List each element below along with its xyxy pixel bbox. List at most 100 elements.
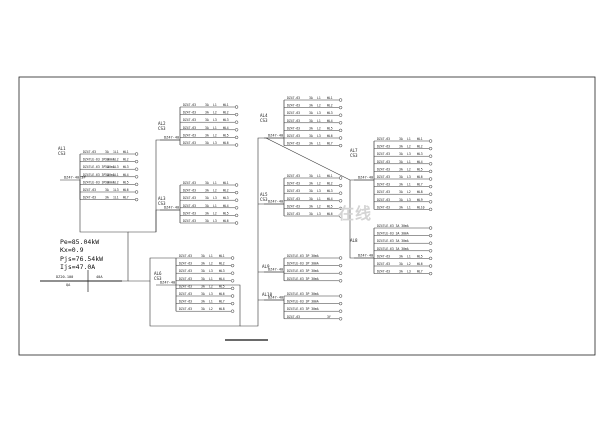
terminal-icon [428, 233, 433, 238]
terminal-icon [428, 139, 433, 143]
circuit-phase-label: L3 [317, 212, 321, 216]
terminal-icon [134, 152, 139, 156]
circuit-breaker-label: DZ47-63 [183, 219, 196, 223]
circuit-breaker-label: DZ47LE-63 3P 30mA [287, 262, 319, 266]
circuit-breaker-label: DZ47-63 [183, 103, 196, 107]
terminal-icon [428, 162, 433, 166]
circuit-breaker-label: DZ47-63 [287, 96, 300, 100]
terminal-icon [134, 167, 139, 171]
terminal-icon [234, 105, 239, 109]
terminal-icon [234, 128, 239, 132]
panel-tag: AL8 [350, 238, 358, 243]
circuit-phase-label: L1 [209, 254, 213, 258]
circuit-phase-label: L1 [407, 160, 411, 164]
panel-tag: AL4 [260, 113, 268, 118]
terminal-icon [338, 256, 343, 260]
circuit-breaker-label: DZ47LE-63 3P 30mA [83, 173, 115, 177]
circuit-rating-label: 3A [201, 277, 205, 281]
circuit-phase-label: L1 [213, 204, 217, 208]
terminal-icon [134, 175, 139, 179]
panel-incoming-breaker: DZ47-40 [268, 296, 283, 300]
terminal-icon [428, 146, 433, 151]
circuit-phase-label: L3 [407, 175, 411, 179]
circuit-breaker-label: DZ47-63 [287, 182, 300, 186]
circuit-rating-label: 3A [399, 205, 403, 209]
circuit-cable-label: WL9 [417, 198, 423, 202]
terminal-icon [338, 214, 343, 218]
circuit-phase-label: 1L1 [113, 173, 119, 177]
trunk-wire [155, 209, 180, 232]
circuit-rating-label: 3A [399, 262, 403, 266]
panel-tag: AL7 [350, 148, 358, 153]
terminal-icon [234, 198, 239, 202]
circuit-breaker-label: DZ47-63 [179, 284, 192, 288]
circuit-phase-label: L2 [317, 126, 321, 130]
circuit-row: DZ47LE-63 3A 30mA [374, 239, 433, 245]
circuit-cable-label: WL5 [417, 167, 423, 171]
circuit-cable-label: WL5 [123, 180, 129, 184]
panel-tag: CS3 [158, 201, 166, 206]
terminal-icon [428, 241, 433, 245]
circuit-breaker-label: DZ47-63 [377, 160, 390, 164]
circuit-breaker-label: DZ47-63 [183, 118, 196, 122]
terminal-icon [338, 105, 343, 110]
circuit-breaker-label: DZ47LE-63 3A 30mA [377, 224, 409, 228]
circuit-cable-label: WL4 [327, 197, 333, 201]
circuit-phase-label: L1 [209, 300, 213, 304]
circuit-breaker-label: DZ47-63 [377, 270, 390, 274]
circuit-phase-label: L3 [407, 198, 411, 202]
watermark: 在线 [338, 204, 373, 223]
circuit-breaker-label: DZ47-63 [183, 141, 196, 145]
circuit-phase-label: 1L1 [113, 196, 119, 200]
circuit-rating-label: 3A [105, 173, 109, 177]
circuit-row: DZ47LE-63 3P 30mA [284, 269, 343, 275]
terminal-icon [234, 213, 239, 218]
circuit-cable-label: WL6 [123, 188, 129, 192]
circuit-rating-label: 3A [309, 126, 313, 130]
circuit-cable-label: WL7 [219, 300, 225, 304]
terminal-icon [230, 301, 235, 306]
terminal-icon [338, 98, 343, 102]
circuit-rating-label: 3A [309, 119, 313, 123]
circuit-phase-label: L1 [317, 142, 321, 146]
circuit-phase-label: 1L3 [113, 165, 119, 169]
circuit-rating-label: 3A [399, 270, 403, 274]
terminal-icon [134, 182, 139, 187]
circuit-cable-label: WL1 [223, 181, 229, 185]
circuit-phase-label: L1 [213, 103, 217, 107]
circuit-rating-label: 3A [205, 118, 209, 122]
circuit-breaker-label: DZ47-63 [287, 212, 300, 216]
panel-tag: AL10 [262, 292, 273, 297]
circuit-cable-label: WL5 [219, 284, 225, 288]
circuit-breaker-label: DZ47LE-63 3P 30mA [83, 180, 115, 184]
circuit-rating-label: 3A [399, 160, 403, 164]
panel-incoming-breaker: DZ47-40 [160, 281, 175, 285]
terminal-icon [428, 184, 433, 189]
circuit-breaker-label: DZ47LE-63 3P 30mA [287, 300, 319, 304]
circuit-breaker-label: DZ47-63 [179, 254, 192, 258]
circuit-rating-label: 3A [399, 137, 403, 141]
circuit-breaker-label: DZ47-63 [287, 315, 300, 319]
circuit-cable-label: WL5 [417, 254, 423, 258]
circuit-breaker-label: DZ47-63 [377, 262, 390, 266]
circuit-breaker-label: DZ47-63 [287, 134, 300, 138]
circuit-cable-label: WL1 [327, 96, 333, 100]
param-ijs: Ijs=47.0A [60, 262, 96, 271]
panel-incoming-breaker: DZ47-40 [268, 134, 283, 138]
circuit-phase-label: L2 [317, 182, 321, 186]
circuit-rating-label: 3A [399, 183, 403, 187]
